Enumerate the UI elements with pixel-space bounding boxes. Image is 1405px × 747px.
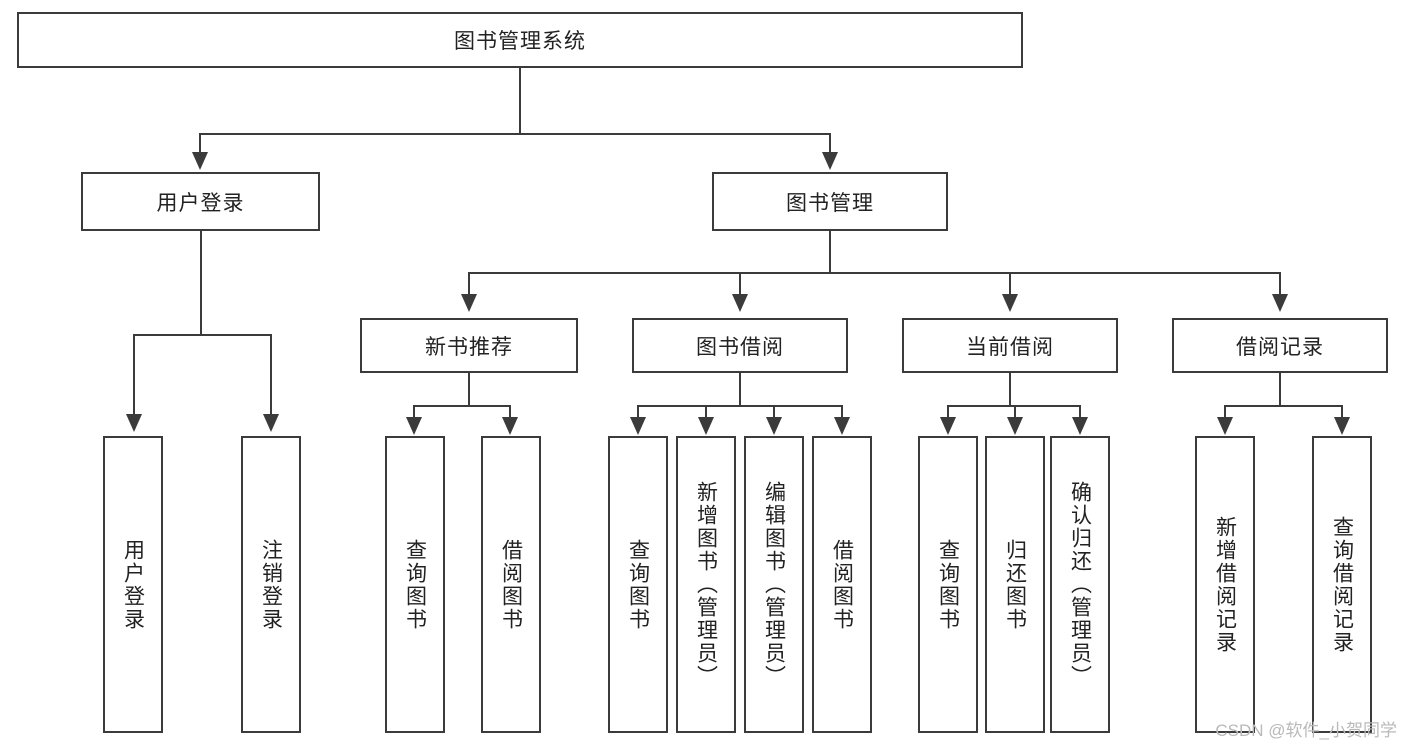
connector-book-manage-stem [829, 231, 831, 274]
connector-borrow-record-bar [1224, 405, 1342, 407]
leaf-book-borrow-1[interactable]: 查询图书 [608, 436, 668, 733]
leaf-book-borrow-2[interactable]: 新增图书（管理员） [676, 436, 736, 733]
arrow-current-borrow-leaf-1 [940, 417, 956, 435]
connector-book-borrow-leaf-1 [637, 405, 639, 419]
leaf-book-borrow-3-label: 编辑图书（管理员） [762, 481, 786, 688]
connector-user-login-stem [200, 231, 202, 336]
node-current-borrow-label: 当前借阅 [966, 335, 1054, 359]
leaf-new-book-1-label: 查询图书 [403, 538, 427, 631]
node-borrow-record[interactable]: 借阅记录 [1172, 318, 1388, 373]
connector-user-login-leaf-1 [133, 334, 135, 416]
arrow-to-book-manage [822, 152, 838, 170]
node-book-borrow[interactable]: 图书借阅 [632, 318, 848, 373]
connector-borrow-record-stem [1279, 373, 1281, 407]
watermark: CSDN @软件_小贺同学 [1215, 721, 1397, 740]
connector-new-book-stem [468, 373, 470, 407]
leaf-borrow-record-1[interactable]: 新增借阅记录 [1195, 436, 1255, 733]
arrow-to-user-login [192, 152, 208, 170]
arrow-new-book-leaf-2 [502, 417, 518, 435]
node-root-label: 图书管理系统 [454, 30, 586, 53]
connector-current-borrow-stem [1009, 373, 1011, 407]
node-new-book-recommend[interactable]: 新书推荐 [360, 318, 578, 373]
leaf-user-login-2[interactable]: 注销登录 [241, 436, 301, 733]
leaf-current-borrow-3[interactable]: 确认归还（管理员） [1050, 436, 1110, 733]
node-user-login-label: 用户登录 [156, 191, 245, 215]
leaf-current-borrow-1[interactable]: 查询图书 [918, 436, 978, 733]
connector-current-borrow-leaf-3 [1079, 405, 1081, 419]
connector-to-current-borrow [1009, 272, 1011, 296]
connector-book-borrow-bar [637, 405, 842, 407]
leaf-borrow-record-2-label: 查询借阅记录 [1330, 515, 1354, 654]
node-current-borrow[interactable]: 当前借阅 [902, 318, 1118, 373]
node-book-manage-label: 图书管理 [786, 191, 874, 215]
connector-to-new-book [468, 272, 470, 296]
connector-current-borrow-leaf-1 [947, 405, 949, 419]
node-book-manage[interactable]: 图书管理 [712, 172, 948, 231]
connector-user-login-leaf-2 [270, 334, 272, 416]
arrow-to-current-borrow [1002, 294, 1018, 312]
connector-borrow-record-leaf-1 [1224, 405, 1226, 419]
leaf-current-borrow-1-label: 查询图书 [936, 538, 960, 631]
arrow-to-book-borrow [732, 294, 748, 312]
connector-level2-bar [199, 133, 831, 135]
leaf-current-borrow-3-label: 确认归还（管理员） [1068, 481, 1092, 688]
connector-to-borrow-record [1279, 272, 1281, 296]
arrow-current-borrow-leaf-2 [1007, 417, 1023, 435]
arrow-book-borrow-leaf-1 [630, 417, 646, 435]
leaf-user-login-2-label: 注销登录 [259, 538, 283, 631]
leaf-user-login-1-label: 用户登录 [121, 538, 145, 631]
connector-user-login-bar [133, 334, 272, 336]
arrow-borrow-record-leaf-2 [1334, 417, 1350, 435]
node-new-book-recommend-label: 新书推荐 [425, 335, 513, 359]
arrow-user-login-leaf-1 [126, 414, 142, 432]
connector-level3-bar [468, 272, 1280, 274]
connector-book-borrow-stem [739, 373, 741, 407]
arrow-current-borrow-leaf-3 [1072, 417, 1088, 435]
leaf-book-borrow-4-label: 借阅图书 [830, 538, 854, 631]
connector-book-borrow-leaf-3 [773, 405, 775, 419]
arrow-new-book-leaf-1 [406, 417, 422, 435]
arrow-book-borrow-leaf-4 [834, 417, 850, 435]
arrow-borrow-record-leaf-1 [1217, 417, 1233, 435]
connector-root-stem [519, 68, 521, 134]
leaf-current-borrow-2-label: 归还图书 [1003, 538, 1027, 631]
leaf-new-book-2[interactable]: 借阅图书 [481, 436, 541, 733]
arrow-to-new-book [461, 294, 477, 312]
leaf-book-borrow-1-label: 查询图书 [626, 538, 650, 631]
connector-current-borrow-leaf-2 [1014, 405, 1016, 419]
connector-new-book-leaf-2 [509, 405, 511, 419]
connector-book-borrow-leaf-2 [705, 405, 707, 419]
connector-to-book-borrow [739, 272, 741, 296]
connector-new-book-leaf-1 [413, 405, 415, 419]
connector-book-borrow-leaf-4 [841, 405, 843, 419]
node-book-borrow-label: 图书借阅 [696, 335, 784, 359]
connector-borrow-record-leaf-2 [1341, 405, 1343, 419]
arrow-book-borrow-leaf-2 [698, 417, 714, 435]
connector-new-book-bar [413, 405, 511, 407]
arrow-user-login-leaf-2 [263, 414, 279, 432]
leaf-new-book-2-label: 借阅图书 [499, 538, 523, 631]
node-user-login[interactable]: 用户登录 [81, 172, 320, 231]
leaf-current-borrow-2[interactable]: 归还图书 [985, 436, 1045, 733]
leaf-book-borrow-4[interactable]: 借阅图书 [812, 436, 872, 733]
arrow-to-borrow-record [1272, 294, 1288, 312]
leaf-borrow-record-2[interactable]: 查询借阅记录 [1312, 436, 1372, 733]
arrow-book-borrow-leaf-3 [766, 417, 782, 435]
leaf-borrow-record-1-label: 新增借阅记录 [1213, 515, 1237, 654]
connector-to-user-login [199, 133, 201, 155]
leaf-user-login-1[interactable]: 用户登录 [103, 436, 163, 733]
leaf-new-book-1[interactable]: 查询图书 [385, 436, 445, 733]
node-root[interactable]: 图书管理系统 [17, 12, 1023, 68]
leaf-book-borrow-2-label: 新增图书（管理员） [694, 481, 718, 688]
leaf-book-borrow-3[interactable]: 编辑图书（管理员） [744, 436, 804, 733]
node-borrow-record-label: 借阅记录 [1236, 335, 1324, 359]
connector-current-borrow-bar [947, 405, 1080, 407]
connector-to-book-manage [829, 133, 831, 155]
